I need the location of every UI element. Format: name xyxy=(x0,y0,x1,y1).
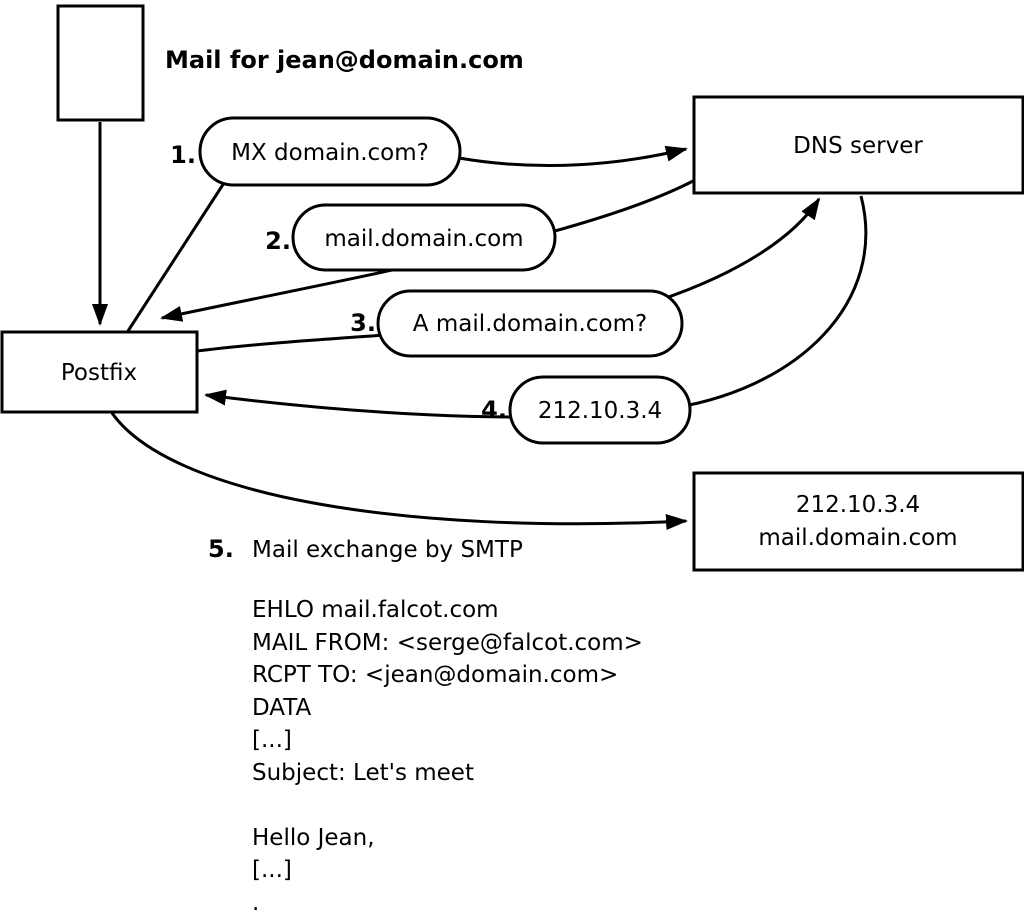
step-3-number: 3. xyxy=(350,309,376,337)
arrow-query1-to-dns xyxy=(458,145,688,168)
pill-query-mx xyxy=(198,116,462,187)
mail-envelope-box xyxy=(56,4,145,122)
smtp-line-subject: Subject: Let's meet xyxy=(252,759,474,786)
step-2-number: 2. xyxy=(265,227,291,255)
arrow-smtp-postfix-to-mailserver xyxy=(110,412,688,530)
step-2-label: mail.domain.com xyxy=(324,226,523,252)
line-postfix-to-query1 xyxy=(126,182,226,332)
pill-response-a xyxy=(508,375,692,445)
step-1-label: MX domain.com? xyxy=(231,140,429,166)
step-5-number: 5. xyxy=(208,535,234,563)
smtp-line-hello: Hello Jean, xyxy=(252,824,375,851)
pill-response-mx xyxy=(291,203,557,272)
smtp-line-end-dot: . xyxy=(252,889,260,916)
postfix-box xyxy=(0,330,199,414)
smtp-transcript: EHLO mail.falcot.com MAIL FROM: <serge@f… xyxy=(252,594,643,919)
smtp-line-rcptto: RCPT TO: <jean@domain.com> xyxy=(252,662,619,688)
step-4-label: 212.10.3.4 xyxy=(538,398,662,424)
smtp-line-ellipsis-1: [...] xyxy=(252,727,292,753)
smtp-line-ellipsis-2: [...] xyxy=(252,857,292,883)
step-1-number: 1. xyxy=(170,141,196,169)
mail-server-box xyxy=(692,471,1024,572)
pill-query-a xyxy=(376,289,684,358)
smtp-line-data: DATA xyxy=(252,694,312,721)
smtp-line-ehlo: EHLO mail.falcot.com xyxy=(252,597,499,623)
step-4-number: 4. xyxy=(481,396,507,424)
smtp-line-mailfrom: MAIL FROM: <serge@falcot.com> xyxy=(252,629,643,656)
step-5-label: Mail exchange by SMTP xyxy=(252,537,523,563)
mail-note-label: Mail for jean@domain.com xyxy=(165,46,524,74)
dns-server-label: DNS server xyxy=(793,133,923,159)
mail-server-ip-label: 212.10.3.4 xyxy=(796,492,920,518)
postfix-label: Postfix xyxy=(61,360,137,386)
step-3-label: A mail.domain.com? xyxy=(413,311,647,337)
mail-server-host-label: mail.domain.com xyxy=(758,525,957,551)
dns-server-box xyxy=(692,95,1024,195)
smtp-line-blank xyxy=(252,789,643,822)
